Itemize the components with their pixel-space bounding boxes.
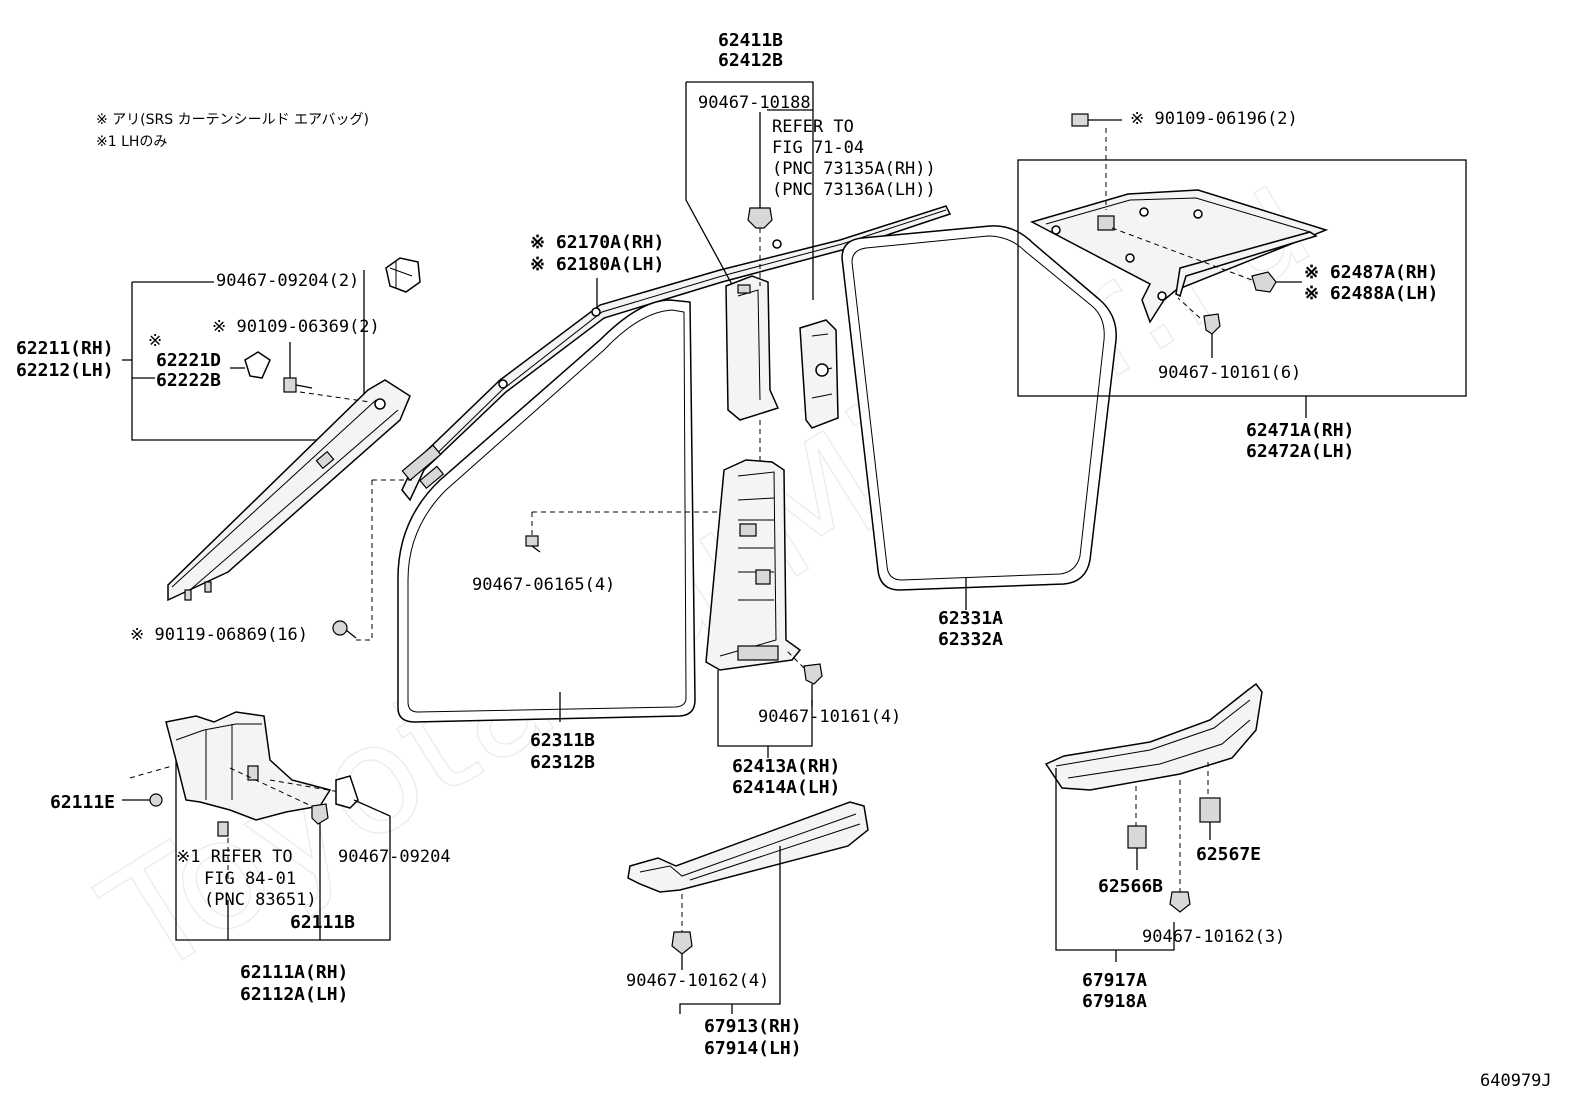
label-90109-06196: ※ 90109-06196(2) (1130, 109, 1298, 129)
label-62412B: 62412B (718, 50, 783, 71)
label-90467-10162-3: 90467-10162(3) (1142, 927, 1285, 947)
rear-door-opening-trim-outer (841, 225, 1117, 591)
label-62312B: 62312B (530, 752, 595, 773)
label-62180A: ※ 62180A(LH) (530, 254, 664, 275)
label-refer-71-04-1: REFER TO (772, 117, 854, 137)
front-door-scuff-plate-group (627, 801, 869, 1014)
label-62170A: ※ 62170A(RH) (530, 232, 664, 253)
bolt-90119-06869 (332, 620, 357, 639)
label-62211: 62211(RH) (16, 338, 114, 359)
label-62112A: 62112A(LH) (240, 984, 348, 1005)
rear-door-opening-trim (841, 225, 1117, 610)
label-67913: 67913(RH) (704, 1016, 802, 1037)
label-62472A: 62472A(LH) (1246, 441, 1354, 462)
label-refer-84-01-3: (PNC 83651) (204, 890, 317, 910)
clip-62111E (122, 793, 163, 807)
diagram-id: 640979J (1480, 1071, 1552, 1091)
clip-90467-10162-front (671, 894, 693, 970)
clip-62566B (1127, 786, 1147, 870)
label-90467-10161-4: 90467-10161(4) (758, 707, 901, 727)
label-refer-71-04-3: (PNC 73135A(RH)) (772, 159, 936, 179)
bolt-90109-06369 (283, 342, 313, 393)
label-90467-10161-6: 90467-10161(6) (1158, 363, 1301, 383)
label-62488A: ※ 62488A(LH) (1304, 283, 1438, 304)
screw-90109-06196 (1071, 113, 1122, 210)
roof-side-rail (401, 205, 952, 502)
clip-62567E (1199, 762, 1221, 840)
label-62414A: 62414A(LH) (732, 777, 840, 798)
rear-door-scuff-plate-group (1044, 682, 1263, 962)
label-62332A: 62332A (938, 629, 1003, 650)
center-pillar-garnish-upper (725, 275, 780, 421)
label-90109-06369: ※ 90109-06369(2) (212, 317, 380, 337)
label-90467-09204: 90467-09204 (338, 847, 451, 867)
clip-62111B (311, 803, 329, 825)
clip-90467-10188 (747, 112, 773, 286)
label-62221D-mark: ※ (148, 331, 162, 351)
label-67914: 67914(LH) (704, 1038, 802, 1059)
clip-90467-10162-rear (1169, 780, 1191, 913)
label-90467-10162-4: 90467-10162(4) (626, 971, 769, 991)
label-67918A: 67918A (1082, 991, 1147, 1012)
roof-side-rail-group (401, 205, 952, 502)
clip-90467-09204-lower (335, 775, 391, 817)
center-pillar-upper-group (685, 81, 839, 429)
note-srs: ※ アリ(SRS カーテンシールド エアバッグ) (96, 112, 369, 128)
label-62411B: 62411B (718, 30, 783, 51)
clip-90467-09204 (385, 257, 421, 293)
label-62111B: 62111B (290, 912, 355, 933)
roof-side-inner-garnish-group (1017, 113, 1467, 418)
center-pillar-lower-group (705, 459, 823, 758)
label-62566B: 62566B (1098, 876, 1163, 897)
label-90467-10188: 90467-10188 (698, 93, 811, 113)
front-pillar-garnish-group (122, 257, 421, 602)
label-62487A: ※ 62487A(RH) (1304, 262, 1438, 283)
label-67917A: 67917A (1082, 970, 1147, 991)
clip-90467-10161-lower (785, 649, 823, 706)
label-refer-84-01-2: FIG 84-01 (204, 869, 296, 889)
label-62413A: 62413A(RH) (732, 756, 840, 777)
label-90467-09204-2: 90467-09204(2) (216, 271, 359, 291)
label-62212: 62212(LH) (16, 360, 114, 381)
label-62222B: 62222B (156, 370, 221, 391)
front-pillar-garnish (167, 379, 411, 602)
label-62111E: 62111E (50, 792, 115, 813)
cowl-side-trim-group (122, 711, 391, 941)
front-door-opening-trim-outer (397, 299, 696, 723)
label-62221D: 62221D (156, 350, 221, 371)
label-90119-06869: ※ 90119-06869(16) (130, 625, 308, 645)
label-90467-06165: 90467-06165(4) (472, 575, 615, 595)
label-refer-71-04-2: FIG 71-04 (772, 138, 864, 158)
clip-90467-10161-upper (1177, 297, 1221, 358)
label-62331A: 62331A (938, 608, 1003, 629)
center-pillar-garnish-lower (705, 459, 802, 671)
label-62567E: 62567E (1196, 844, 1261, 865)
clip-62221D (244, 351, 271, 379)
front-door-scuff-plate (627, 801, 869, 893)
label-refer-84-01-1: ※1 REFER TO (176, 847, 293, 867)
label-62471A: 62471A(RH) (1246, 420, 1354, 441)
label-refer-71-04-4: (PNC 73136A(LH)) (772, 180, 936, 200)
front-door-opening-trim (397, 299, 696, 723)
label-62311B: 62311B (530, 730, 595, 751)
label-62111A: 62111A(RH) (240, 962, 348, 983)
note-lh-only: ※1 LHのみ (96, 134, 167, 150)
cover-62487A (1111, 227, 1302, 293)
